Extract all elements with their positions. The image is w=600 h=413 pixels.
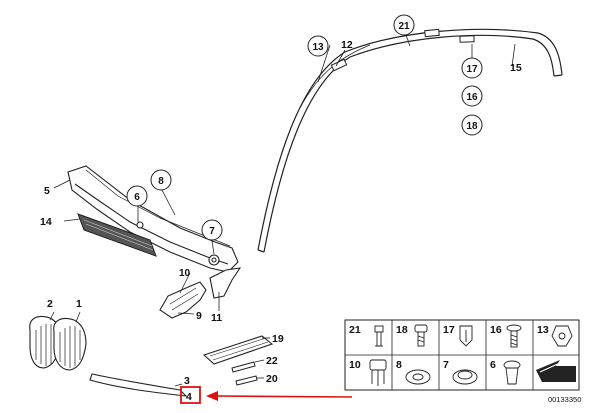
label-14: 14: [40, 216, 52, 228]
grommet-8-icon: [405, 369, 431, 385]
clip-10-icon: [369, 359, 387, 386]
screw-18-icon: [414, 324, 428, 347]
callout-16: 16: [461, 85, 483, 107]
callout-18: 18: [461, 114, 483, 136]
direction-arrow-icon: [536, 360, 576, 382]
svg-text:10: 10: [179, 268, 191, 279]
table-cell-6: 6: [490, 359, 496, 371]
table-cell-13: 13: [537, 324, 549, 336]
leader-lines: [49, 34, 516, 387]
nut-13-icon: [551, 325, 573, 347]
table-cell-21: 21: [349, 324, 361, 336]
table-cell-10: 10: [349, 359, 361, 371]
label-15: 15: [510, 62, 522, 74]
clip-17-icon: [459, 325, 473, 347]
highlight-callout-4: 4: [180, 386, 201, 404]
small-clip-parts: [231, 361, 258, 386]
svg-text:17: 17: [466, 64, 478, 75]
bumper-trim-strip: [89, 373, 188, 397]
plain-labels: 5 14 9 11 12 15 2 1 3 19 22 20: [40, 39, 522, 387]
kidney-grille-right: [53, 317, 87, 371]
diagram-id: 00133350: [548, 395, 581, 404]
svg-text:13: 13: [312, 42, 324, 53]
side-bracket: [209, 267, 242, 299]
label-4: 4: [186, 391, 192, 403]
bracket: [159, 281, 207, 319]
svg-text:8: 8: [158, 176, 164, 187]
grommet-7-icon: [452, 369, 478, 385]
table-cell-8: 8: [396, 359, 402, 371]
callout-6: 6: [126, 185, 148, 207]
expanding-rivet-6-icon: [503, 360, 521, 385]
svg-text:16: 16: [466, 92, 478, 103]
cowl-grille: [77, 213, 157, 257]
svg-text:6: 6: [134, 192, 140, 203]
label-5: 5: [44, 185, 50, 197]
circled-labels: 6 8 7 10 13 21 17 16 18: [126, 14, 483, 279]
table-cell-16: 16: [490, 324, 502, 336]
label-22: 22: [266, 355, 278, 367]
side-grille: [202, 335, 274, 365]
table-cell-17: 17: [443, 324, 455, 336]
svg-text:7: 7: [209, 226, 215, 237]
screw-16-icon: [506, 324, 522, 348]
label-12: 12: [341, 39, 353, 51]
table-cell-18: 18: [396, 324, 408, 336]
label-20: 20: [266, 373, 278, 385]
red-arrow: [206, 391, 353, 401]
label-9: 9: [196, 310, 202, 322]
callout-13: 13: [307, 35, 329, 57]
callout-21: 21: [393, 14, 415, 36]
callout-10: 10: [179, 268, 191, 279]
callout-17: 17: [461, 57, 483, 79]
svg-text:21: 21: [398, 21, 410, 32]
label-11: 11: [211, 312, 222, 324]
svg-text:18: 18: [466, 121, 478, 132]
clip-21-icon: [374, 325, 384, 347]
trim-clips: [330, 28, 475, 72]
label-2: 2: [47, 298, 53, 310]
label-19: 19: [272, 333, 284, 345]
fastener-table: 21 18 17 16 13 10 8 7 6: [344, 319, 580, 391]
table-cell-7: 7: [443, 359, 449, 371]
label-3: 3: [184, 375, 190, 387]
callout-7: 7: [201, 219, 223, 241]
callout-8: 8: [150, 169, 172, 191]
label-1: 1: [76, 298, 82, 310]
